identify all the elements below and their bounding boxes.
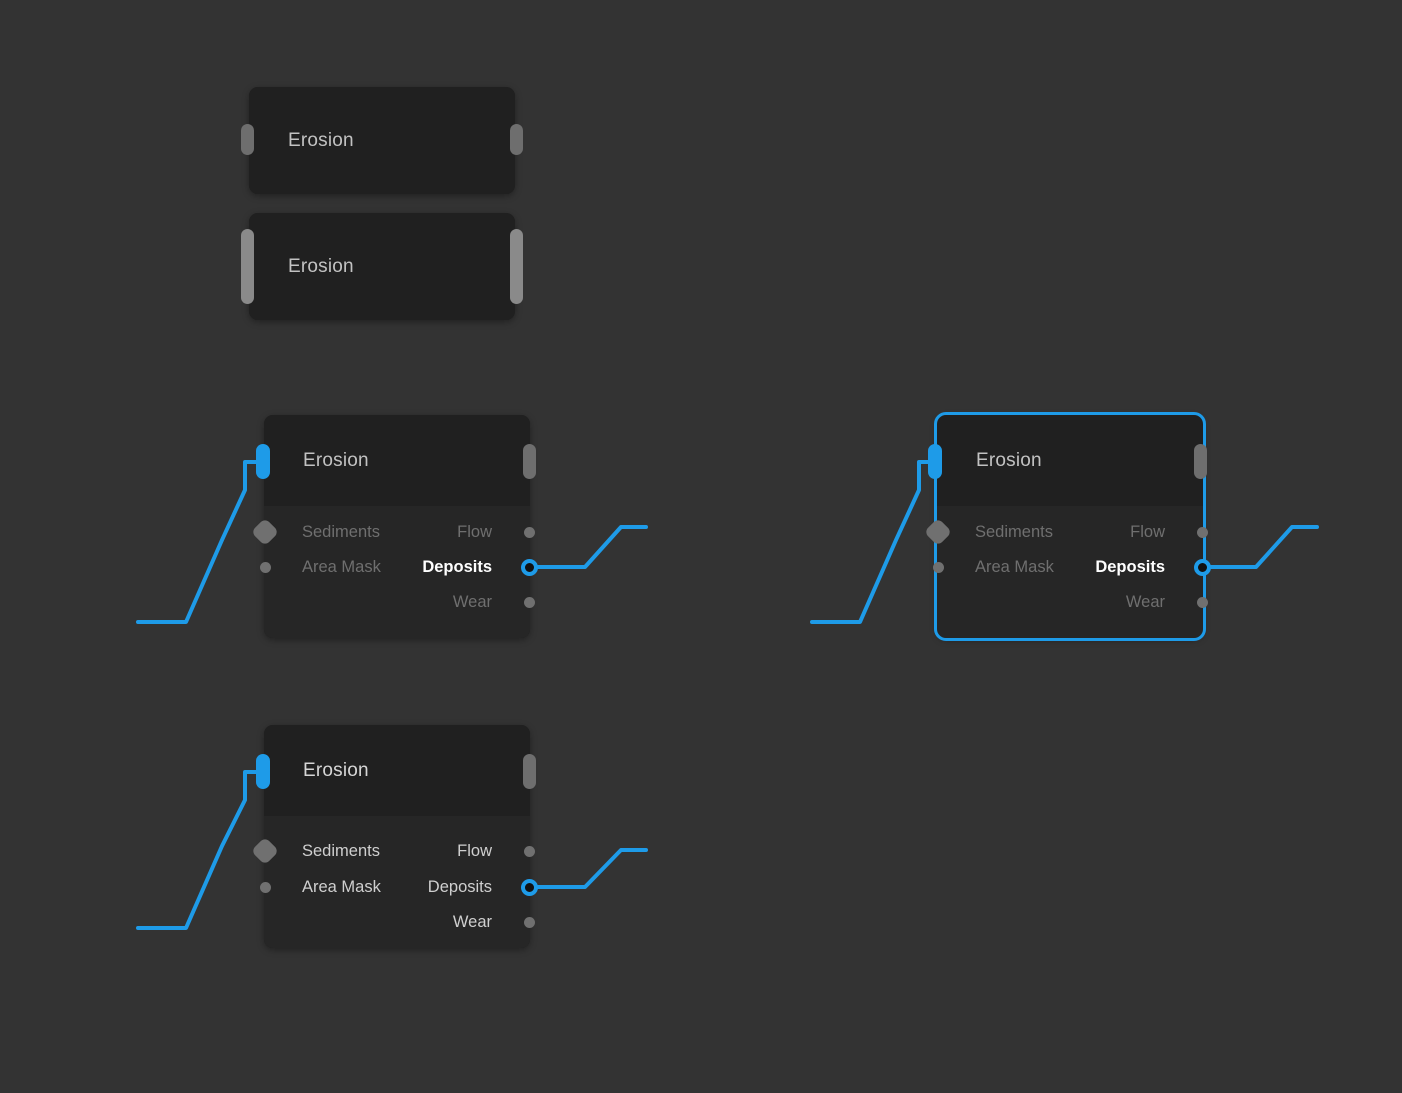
connection-wire[interactable] xyxy=(136,460,260,624)
input-port-row[interactable]: Sediments xyxy=(302,521,380,543)
right-node-handle[interactable] xyxy=(510,229,523,304)
left-node-handle[interactable] xyxy=(928,444,942,479)
output-port-label: Flow xyxy=(457,841,492,860)
right-node-handle[interactable] xyxy=(1194,444,1207,479)
node-header[interactable]: Erosion xyxy=(264,725,530,816)
node-surface: Erosion xyxy=(264,415,530,638)
port-socket-dot[interactable] xyxy=(523,916,535,928)
port-socket-dot[interactable] xyxy=(259,561,271,573)
port-socket-ring[interactable] xyxy=(520,878,538,896)
right-node-handle[interactable] xyxy=(523,754,536,789)
node-header[interactable]: Erosion xyxy=(249,213,515,320)
output-port-label: Flow xyxy=(457,522,492,541)
input-port-label: Area Mask xyxy=(302,557,381,576)
node-surface: Erosion xyxy=(249,87,515,194)
node-header[interactable]: Erosion xyxy=(937,415,1203,506)
connection-wire[interactable] xyxy=(527,848,648,889)
output-port-label: Wear xyxy=(452,592,492,611)
input-port-label: Sediments xyxy=(302,841,380,860)
node-header[interactable]: Erosion xyxy=(249,87,515,194)
connection-wire[interactable] xyxy=(136,770,260,930)
graph-node[interactable]: Erosion xyxy=(241,87,523,194)
graph-node[interactable]: Erosion xyxy=(241,213,523,320)
node-surface: Erosion xyxy=(264,725,530,948)
output-port-label: Wear xyxy=(1125,592,1165,611)
left-node-handle[interactable] xyxy=(241,229,254,304)
output-port-row[interactable]: Deposits xyxy=(1095,556,1165,578)
port-socket-dot[interactable] xyxy=(1196,596,1208,608)
input-port-row[interactable]: Area Mask xyxy=(302,556,381,578)
port-socket-ring[interactable] xyxy=(520,558,538,576)
input-port-row[interactable]: Area Mask xyxy=(302,876,381,898)
output-port-row[interactable]: Wear xyxy=(1126,591,1165,613)
output-port-label: Deposits xyxy=(427,877,492,896)
node-header[interactable]: Erosion xyxy=(264,415,530,506)
port-socket-ring[interactable] xyxy=(1193,558,1211,576)
output-port-row[interactable]: Flow xyxy=(457,840,492,862)
node-surface: Erosion xyxy=(249,213,515,320)
node-title: Erosion xyxy=(303,759,369,781)
port-socket-dot[interactable] xyxy=(932,561,944,573)
right-node-handle[interactable] xyxy=(523,444,536,479)
node-title: Erosion xyxy=(288,255,354,277)
output-port-label: Flow xyxy=(1130,522,1165,541)
node-body xyxy=(264,816,530,948)
output-port-label: Deposits xyxy=(1095,557,1165,576)
node-body xyxy=(937,506,1203,638)
connection-wire[interactable] xyxy=(527,525,648,569)
output-port-label: Deposits xyxy=(422,557,492,576)
left-node-handle[interactable] xyxy=(241,124,254,155)
input-port-row[interactable]: Area Mask xyxy=(975,556,1054,578)
port-socket-dot[interactable] xyxy=(523,596,535,608)
output-port-label: Wear xyxy=(452,912,492,931)
port-socket-dot[interactable] xyxy=(523,526,535,538)
input-port-row[interactable]: Sediments xyxy=(975,521,1053,543)
output-port-row[interactable]: Flow xyxy=(457,521,492,543)
connection-wire[interactable] xyxy=(1198,525,1319,569)
input-port-row[interactable]: Sediments xyxy=(302,840,380,862)
node-title: Erosion xyxy=(303,449,369,471)
output-port-row[interactable]: Wear xyxy=(453,911,492,933)
output-port-row[interactable]: Flow xyxy=(1130,521,1165,543)
connection-wire[interactable] xyxy=(810,460,934,624)
output-port-row[interactable]: Wear xyxy=(453,591,492,613)
node-body xyxy=(264,506,530,638)
port-socket-dot[interactable] xyxy=(259,881,271,893)
output-port-row[interactable]: Deposits xyxy=(422,556,492,578)
right-node-handle[interactable] xyxy=(510,124,523,155)
input-port-label: Area Mask xyxy=(975,557,1054,576)
input-port-label: Area Mask xyxy=(302,877,381,896)
node-surface: Erosion xyxy=(937,415,1203,638)
node-title: Erosion xyxy=(288,129,354,151)
node-title: Erosion xyxy=(976,449,1042,471)
left-node-handle[interactable] xyxy=(256,444,270,479)
left-node-handle[interactable] xyxy=(256,754,270,789)
port-socket-dot[interactable] xyxy=(1196,526,1208,538)
port-socket-dot[interactable] xyxy=(523,845,535,857)
input-port-label: Sediments xyxy=(302,522,380,541)
output-port-row[interactable]: Deposits xyxy=(428,876,492,898)
input-port-label: Sediments xyxy=(975,522,1053,541)
